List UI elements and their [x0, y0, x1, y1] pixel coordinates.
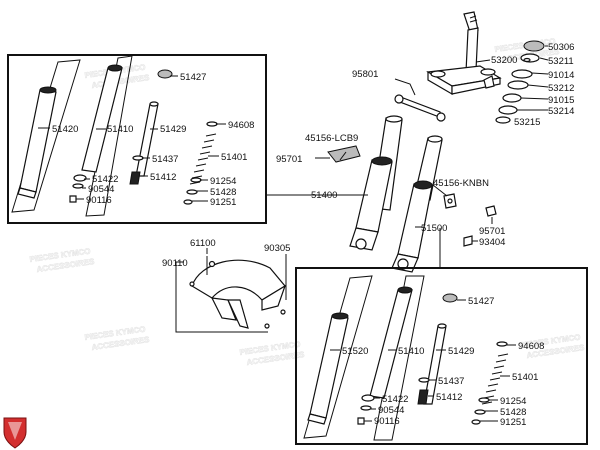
box1-parts	[11, 55, 226, 217]
part-label-45156-knbn: 45156-KNBN	[433, 178, 489, 189]
part-label-51437: 51437	[152, 154, 178, 165]
part-label-95701: 95701	[276, 154, 302, 165]
part-label-51420: 51420	[52, 124, 78, 135]
part-label-51412: 51412	[150, 172, 176, 183]
part-label-51428: 51428	[210, 187, 236, 198]
part-label-90116: 90116	[86, 195, 112, 206]
part-label-91251: 91251	[210, 197, 236, 208]
part-label-51422: 51422	[92, 174, 118, 185]
fork-leg-detail-box-right	[295, 267, 588, 445]
part-label-51412-b: 51412	[436, 392, 462, 403]
part-label-90116-b: 90116	[374, 416, 400, 427]
part-label-95801: 95801	[352, 69, 378, 80]
box2-parts	[303, 275, 516, 441]
part-label-51401-b: 51401	[512, 372, 538, 383]
part-label-91254: 91254	[210, 176, 236, 187]
fork-assembly-group	[315, 115, 497, 273]
part-label-90110: 90110	[162, 258, 188, 269]
part-label-51400: 51400	[311, 190, 337, 201]
part-label-51429-b: 51429	[448, 346, 474, 357]
part-label-51427: 51427	[180, 72, 206, 83]
part-label-51422-b: 51422	[382, 394, 408, 405]
part-label-94608-b: 94608	[518, 341, 544, 352]
part-label-51429: 51429	[160, 124, 186, 135]
part-label-45156-lcb9: 45156-LCB9	[305, 133, 358, 144]
part-label-50306: 50306	[548, 42, 574, 53]
part-label-51428-b: 51428	[500, 407, 526, 418]
part-label-51437-b: 51437	[438, 376, 464, 387]
part-label-53215: 53215	[514, 117, 540, 128]
part-label-91251-b: 91251	[500, 417, 526, 428]
part-label-53211: 53211	[548, 56, 574, 67]
part-label-53200: 53200	[491, 55, 517, 66]
part-label-94608: 94608	[228, 120, 254, 131]
part-label-51401: 51401	[221, 152, 247, 163]
part-label-51520: 51520	[342, 346, 368, 357]
part-label-51500: 51500	[421, 223, 447, 234]
part-label-61100: 61100	[190, 238, 216, 249]
part-label-53212: 53212	[548, 83, 574, 94]
fork-leg-detail-box-left	[7, 54, 267, 224]
brand-logo-icon	[3, 417, 27, 449]
part-label-91014: 91014	[548, 70, 574, 81]
part-label-90544-b: 90544	[378, 405, 404, 416]
part-label-93404: 93404	[479, 237, 505, 248]
part-label-95701-b: 95701	[479, 226, 505, 237]
part-label-51427-b: 51427	[468, 296, 494, 307]
part-label-53214: 53214	[548, 106, 574, 117]
part-label-90305: 90305	[264, 243, 290, 254]
steering-stem-group	[394, 11, 549, 124]
part-label-51410: 51410	[107, 124, 133, 135]
part-label-51410-b: 51410	[398, 346, 424, 357]
part-label-91254-b: 91254	[500, 396, 526, 407]
front-fender-group	[175, 248, 287, 333]
part-label-90544: 90544	[88, 184, 114, 195]
part-label-91015: 91015	[548, 95, 574, 106]
